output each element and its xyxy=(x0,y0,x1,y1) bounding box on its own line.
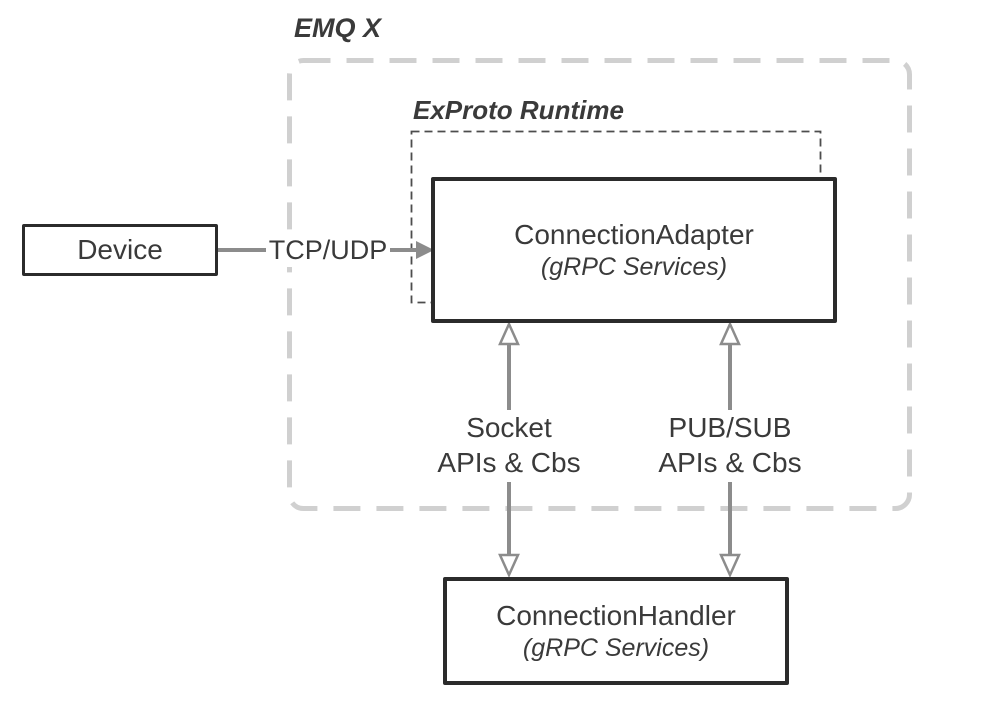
connection-adapter-subtitle: (gRPC Services) xyxy=(540,252,728,281)
tcp-udp-edge-label: TCP/UDP xyxy=(266,233,390,267)
socket-arrowhead-up-icon xyxy=(498,320,520,346)
socket-apis-edge-label: Socket APIs & Cbs xyxy=(429,410,589,482)
socket-apis-edge-label-line2: APIs & Cbs xyxy=(437,447,581,478)
socket-arrowhead-down-icon xyxy=(498,553,520,579)
pubsub-apis-edge-label: PUB/SUB APIs & Cbs xyxy=(650,410,810,482)
pubsub-arrowhead-up-icon xyxy=(719,320,741,346)
connection-adapter-node: ConnectionAdapter (gRPC Services) xyxy=(431,177,837,323)
pubsub-arrowhead-down-icon xyxy=(719,553,741,579)
connection-handler-node: ConnectionHandler (gRPC Services) xyxy=(443,577,789,685)
pubsub-apis-edge-label-line2: APIs & Cbs xyxy=(658,447,802,478)
connection-adapter-title: ConnectionAdapter xyxy=(514,218,754,250)
emqx-dashed-container xyxy=(287,58,912,511)
pubsub-apis-edge-label-line1: PUB/SUB xyxy=(668,412,792,443)
tcp-udp-arrowhead-icon xyxy=(416,241,434,259)
exproto-runtime-title: ExProto Runtime xyxy=(413,95,624,125)
emqx-container-title: EMQ X xyxy=(294,13,382,43)
connection-handler-subtitle: (gRPC Services) xyxy=(522,633,710,662)
device-node-label: Device xyxy=(77,234,163,265)
connection-handler-title: ConnectionHandler xyxy=(496,599,736,631)
socket-apis-edge-label-line1: Socket xyxy=(466,412,552,443)
device-node: Device xyxy=(22,224,218,276)
